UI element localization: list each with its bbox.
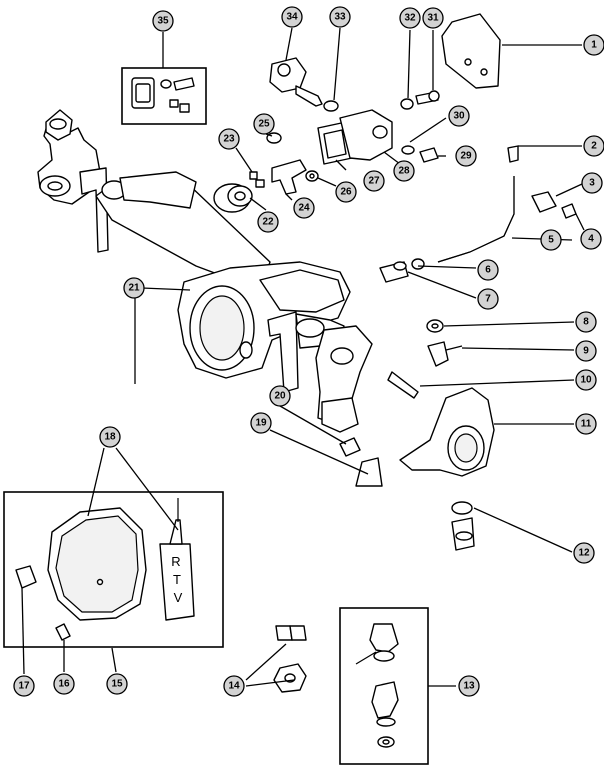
svg-text:35: 35: [157, 16, 169, 27]
callout-14: 14: [223, 675, 245, 697]
svg-text:34: 34: [286, 12, 298, 23]
svg-text:31: 31: [427, 13, 439, 24]
svg-text:4: 4: [588, 234, 594, 245]
bracket-bolt: [339, 437, 383, 487]
callout-26: 26: [335, 181, 357, 203]
small-hardware: [249, 132, 319, 195]
callout-5: 5: [540, 229, 562, 251]
callout-24: 24: [293, 197, 315, 219]
callout-30: 30: [448, 105, 470, 127]
callout-17: 17: [13, 675, 35, 697]
callout-22: 22: [257, 211, 279, 233]
svg-text:24: 24: [298, 203, 310, 214]
callout-27: 27: [363, 170, 385, 192]
svg-text:2: 2: [591, 141, 597, 152]
lower-ball-joint: [451, 501, 475, 551]
actuator-housing: [317, 109, 393, 165]
svg-text:20: 20: [274, 391, 286, 402]
svg-text:16: 16: [58, 679, 70, 690]
callout-16: 16: [53, 673, 75, 695]
callout-21: 21: [123, 277, 145, 299]
callout-2: 2: [583, 135, 604, 157]
fasteners-upper: [400, 90, 440, 163]
actuator: [269, 57, 339, 112]
callout-34: 34: [281, 6, 303, 28]
callout-23: 23: [218, 128, 240, 150]
svg-text:26: 26: [340, 187, 352, 198]
plug-and-bolt: [15, 565, 71, 641]
gasket-inset-parts: [131, 77, 195, 113]
callout-13: 13: [458, 675, 480, 697]
svg-text:33: 33: [334, 12, 346, 23]
rtv-letter-t: T: [173, 572, 181, 587]
callout-6: 6: [477, 259, 499, 281]
svg-text:19: 19: [255, 418, 267, 429]
rtv-letter-v: V: [174, 590, 183, 605]
svg-text:9: 9: [583, 346, 589, 357]
ball-joint-inset-parts: [355, 623, 399, 748]
svg-text:25: 25: [258, 119, 270, 130]
leader-lines: [21, 27, 585, 687]
svg-text:6: 6: [485, 265, 491, 276]
svg-text:21: 21: [128, 283, 140, 294]
callout-31: 31: [422, 7, 444, 29]
svg-text:11: 11: [581, 419, 592, 430]
svg-text:13: 13: [463, 681, 475, 692]
svg-text:18: 18: [104, 432, 116, 443]
callout-15: 15: [106, 673, 128, 695]
callout-33: 33: [329, 6, 351, 28]
callout-4: 4: [580, 228, 602, 250]
svg-text:27: 27: [368, 176, 380, 187]
svg-text:17: 17: [18, 681, 30, 692]
callout-29: 29: [455, 145, 477, 167]
svg-text:10: 10: [580, 375, 592, 386]
svg-text:23: 23: [223, 134, 235, 145]
callout-11: 11: [575, 413, 597, 435]
svg-text:22: 22: [262, 217, 274, 228]
axle-housing: [37, 109, 373, 433]
steering-knuckle: [387, 319, 495, 477]
svg-text:14: 14: [228, 681, 240, 692]
bushing: [213, 183, 253, 213]
callout-25: 25: [253, 113, 275, 135]
svg-text:7: 7: [485, 294, 491, 305]
skid-plate: [441, 13, 501, 89]
callout-7: 7: [477, 288, 499, 310]
callout-20: 20: [269, 385, 291, 407]
svg-text:8: 8: [583, 317, 589, 328]
callout-32: 32: [399, 7, 421, 29]
svg-text:28: 28: [398, 166, 410, 177]
svg-text:12: 12: [578, 548, 590, 559]
callout-9: 9: [575, 340, 597, 362]
callout-35: 35: [152, 10, 174, 32]
callout-1: 1: [583, 34, 604, 56]
cover-inset-box: [3, 491, 224, 648]
diff-cover: [47, 507, 147, 621]
bolts-nut: [273, 625, 307, 693]
callout-8: 8: [575, 311, 597, 333]
callout-28: 28: [393, 160, 415, 182]
callout-10: 10: [575, 369, 597, 391]
svg-text:29: 29: [460, 151, 472, 162]
rtv-tube: R T V: [159, 498, 195, 621]
svg-text:15: 15: [111, 679, 123, 690]
callout-19: 19: [250, 412, 272, 434]
callout-18: 18: [99, 426, 121, 448]
svg-text:3: 3: [589, 178, 595, 189]
svg-text:5: 5: [548, 235, 554, 246]
svg-text:1: 1: [591, 40, 597, 51]
rtv-letter-r: R: [171, 554, 180, 569]
gasket-inset-box: [121, 67, 207, 125]
callout-3: 3: [581, 172, 603, 194]
svg-text:32: 32: [404, 13, 416, 24]
svg-text:30: 30: [453, 111, 465, 122]
callout-12: 12: [573, 542, 595, 564]
